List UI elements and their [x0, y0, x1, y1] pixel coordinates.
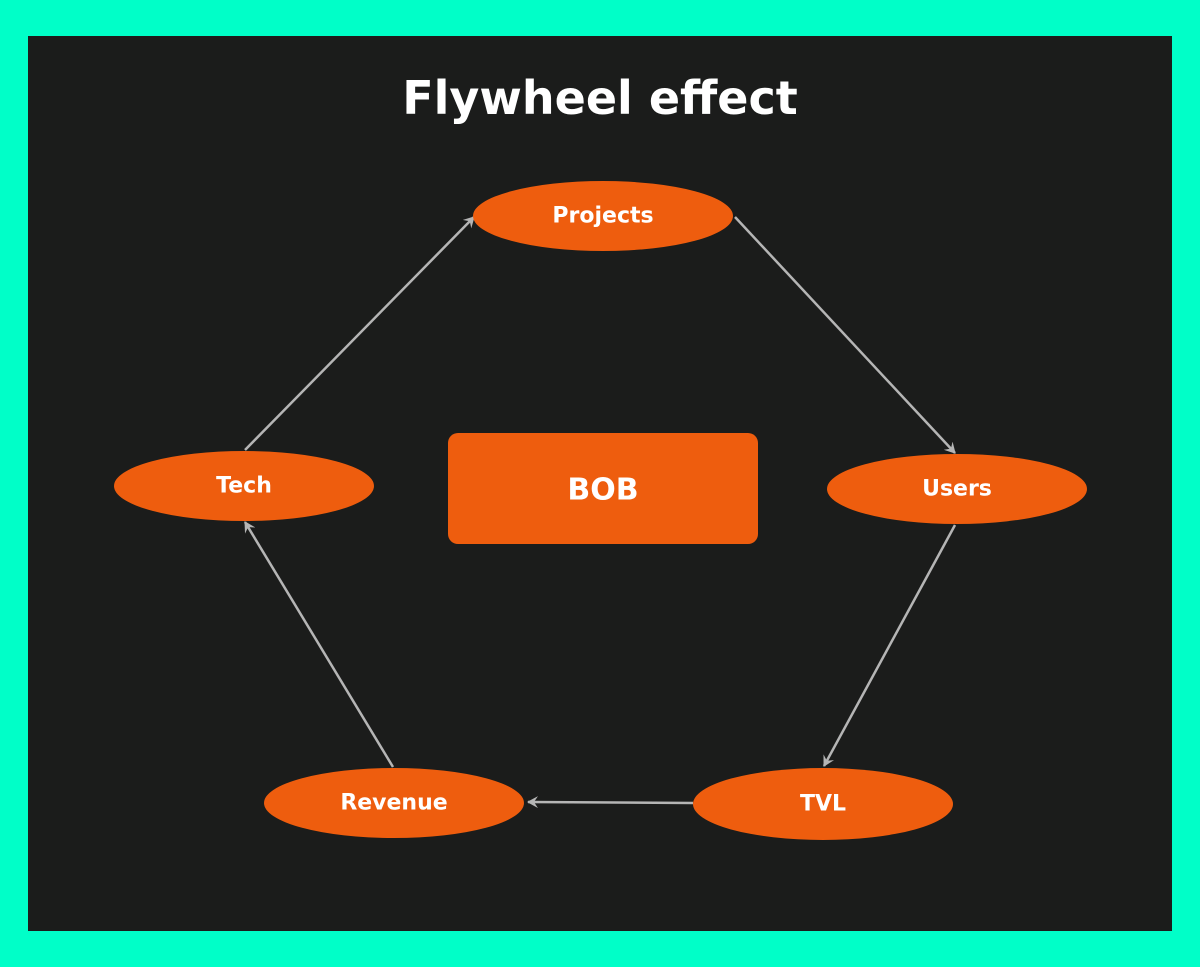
- edge-users-to-tvl: [822, 524, 957, 767]
- edge-tech-to-projects: [244, 216, 475, 451]
- edge-tvl-to-revenue: [527, 796, 694, 809]
- node-revenue: Revenue: [264, 768, 524, 838]
- node-projects: Projects: [473, 181, 733, 251]
- center-box: [448, 433, 758, 544]
- node-ellipse: [473, 181, 733, 251]
- node-label: Tech: [216, 474, 272, 499]
- node-ellipse: [693, 768, 953, 840]
- node-label: Users: [922, 477, 992, 502]
- node-ellipse: [264, 768, 524, 838]
- node-ellipse: [114, 451, 374, 521]
- edge-revenue-to-tech: [243, 521, 395, 768]
- node-tech: Tech: [114, 451, 374, 521]
- center-node-bob: BOB: [448, 433, 758, 544]
- node-ellipse: [827, 454, 1087, 524]
- edge-projects-to-users: [734, 216, 956, 454]
- edges: [243, 216, 957, 809]
- node-label: Revenue: [340, 791, 447, 816]
- node-users: Users: [827, 454, 1087, 524]
- node-tvl: TVL: [693, 768, 953, 840]
- node-label: Projects: [552, 204, 653, 229]
- node-label: TVL: [800, 792, 846, 817]
- center-label: BOB: [567, 473, 638, 508]
- diagram-title: Flywheel effect: [402, 71, 798, 125]
